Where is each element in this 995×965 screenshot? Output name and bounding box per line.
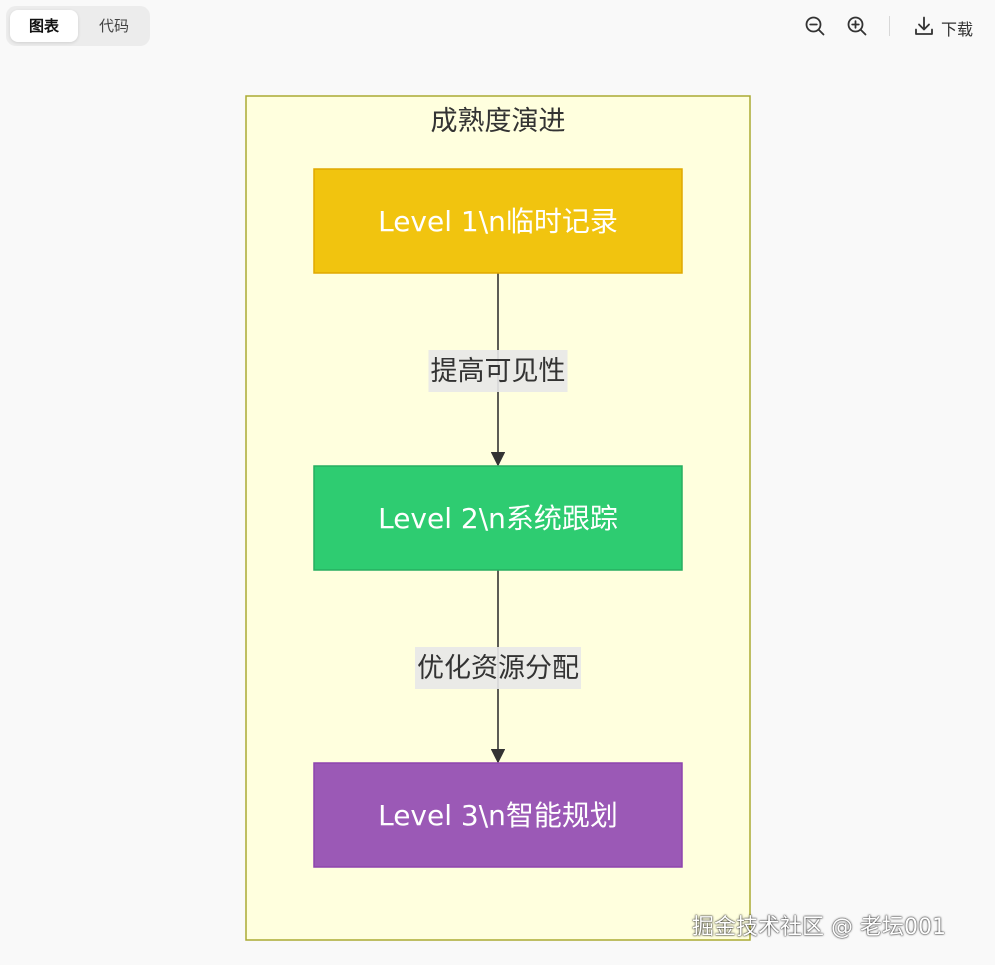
node-label: Level 1\n临时记录 — [378, 205, 618, 238]
download-label: 下载 — [941, 20, 974, 39]
edge-label: 提高可见性 — [431, 356, 566, 387]
toolbar: 图表 代码 下载 — [0, 0, 995, 54]
zoom-out-icon[interactable] — [803, 14, 827, 38]
node-box — [313, 168, 683, 274]
watermark: 掘金技术社区 @ 老坛001 — [692, 915, 946, 940]
edge-label-bg — [428, 350, 568, 392]
node-label: Level 3\n智能规划 — [378, 799, 618, 832]
node-box — [313, 762, 683, 868]
edge-label-bg — [415, 647, 581, 689]
flow-node: Level 3\n智能规划 — [313, 762, 683, 868]
flow-node: Level 2\n系统跟踪 — [313, 465, 683, 571]
node-box — [313, 465, 683, 571]
tab-chart[interactable]: 图表 — [10, 10, 78, 42]
download-icon — [915, 16, 933, 35]
tab-code[interactable]: 代码 — [98, 17, 129, 35]
view-toggle: 图表 代码 — [6, 6, 150, 46]
toolbar-divider — [889, 16, 890, 36]
download-button[interactable]: 下载 — [912, 12, 982, 40]
node-label: Level 2\n系统跟踪 — [378, 502, 618, 535]
subgraph-title: 成熟度演进 — [431, 106, 566, 137]
edge-label: 优化资源分配 — [417, 653, 579, 684]
zoom-in-icon[interactable] — [845, 14, 869, 38]
flow-node: Level 1\n临时记录 — [313, 168, 683, 274]
